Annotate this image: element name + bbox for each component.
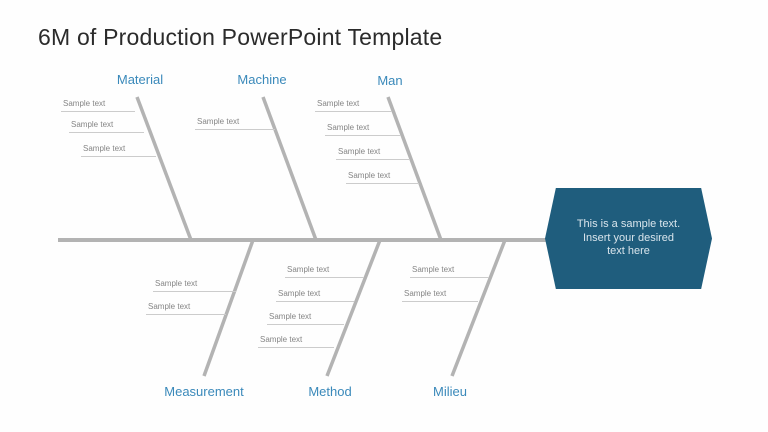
branch-line-machine [261, 96, 318, 241]
sample-text-item[interactable]: Sample text [61, 97, 135, 112]
sample-text-item[interactable]: Sample text [69, 118, 144, 133]
sample-text-item[interactable]: Sample text [195, 115, 275, 130]
sample-text-item[interactable]: Sample text [402, 287, 478, 302]
sample-text-item[interactable]: Sample text [346, 169, 419, 184]
sample-text-item[interactable]: Sample text [153, 277, 236, 292]
sample-text-item[interactable]: Sample text [410, 263, 489, 278]
sample-text-item[interactable]: Sample text [315, 97, 392, 112]
branch-line-man [386, 96, 443, 241]
branch-label-machine[interactable]: Machine [237, 72, 287, 87]
sample-text-item[interactable]: Sample text [336, 145, 410, 160]
branch-line-measurement [202, 239, 255, 377]
branch-line-method [325, 239, 382, 377]
branch-label-material[interactable]: Material [116, 72, 164, 87]
sample-text-item[interactable]: Sample text [325, 121, 401, 136]
sample-text-item[interactable]: Sample text [81, 142, 156, 157]
sample-text-item[interactable]: Sample text [258, 333, 334, 348]
branch-line-milieu [450, 239, 507, 377]
sample-text-item[interactable]: Sample text [276, 287, 354, 302]
branch-label-man[interactable]: Man [377, 73, 403, 88]
sample-text-item[interactable]: Sample text [146, 300, 226, 315]
branch-label-milieu[interactable]: Milieu [433, 384, 467, 399]
branch-label-measurement[interactable]: Measurement [164, 384, 244, 399]
callout-text: This is a sample text. Insert your desir… [576, 218, 681, 258]
sample-text-item[interactable]: Sample text [285, 263, 364, 278]
slide-title[interactable]: 6M of Production PowerPoint Template [38, 24, 443, 50]
sample-text-item[interactable]: Sample text [267, 310, 344, 325]
callout-shape[interactable]: This is a sample text. Insert your desir… [545, 188, 712, 289]
branch-label-method[interactable]: Method [308, 384, 352, 399]
branch-line-material [135, 96, 193, 241]
